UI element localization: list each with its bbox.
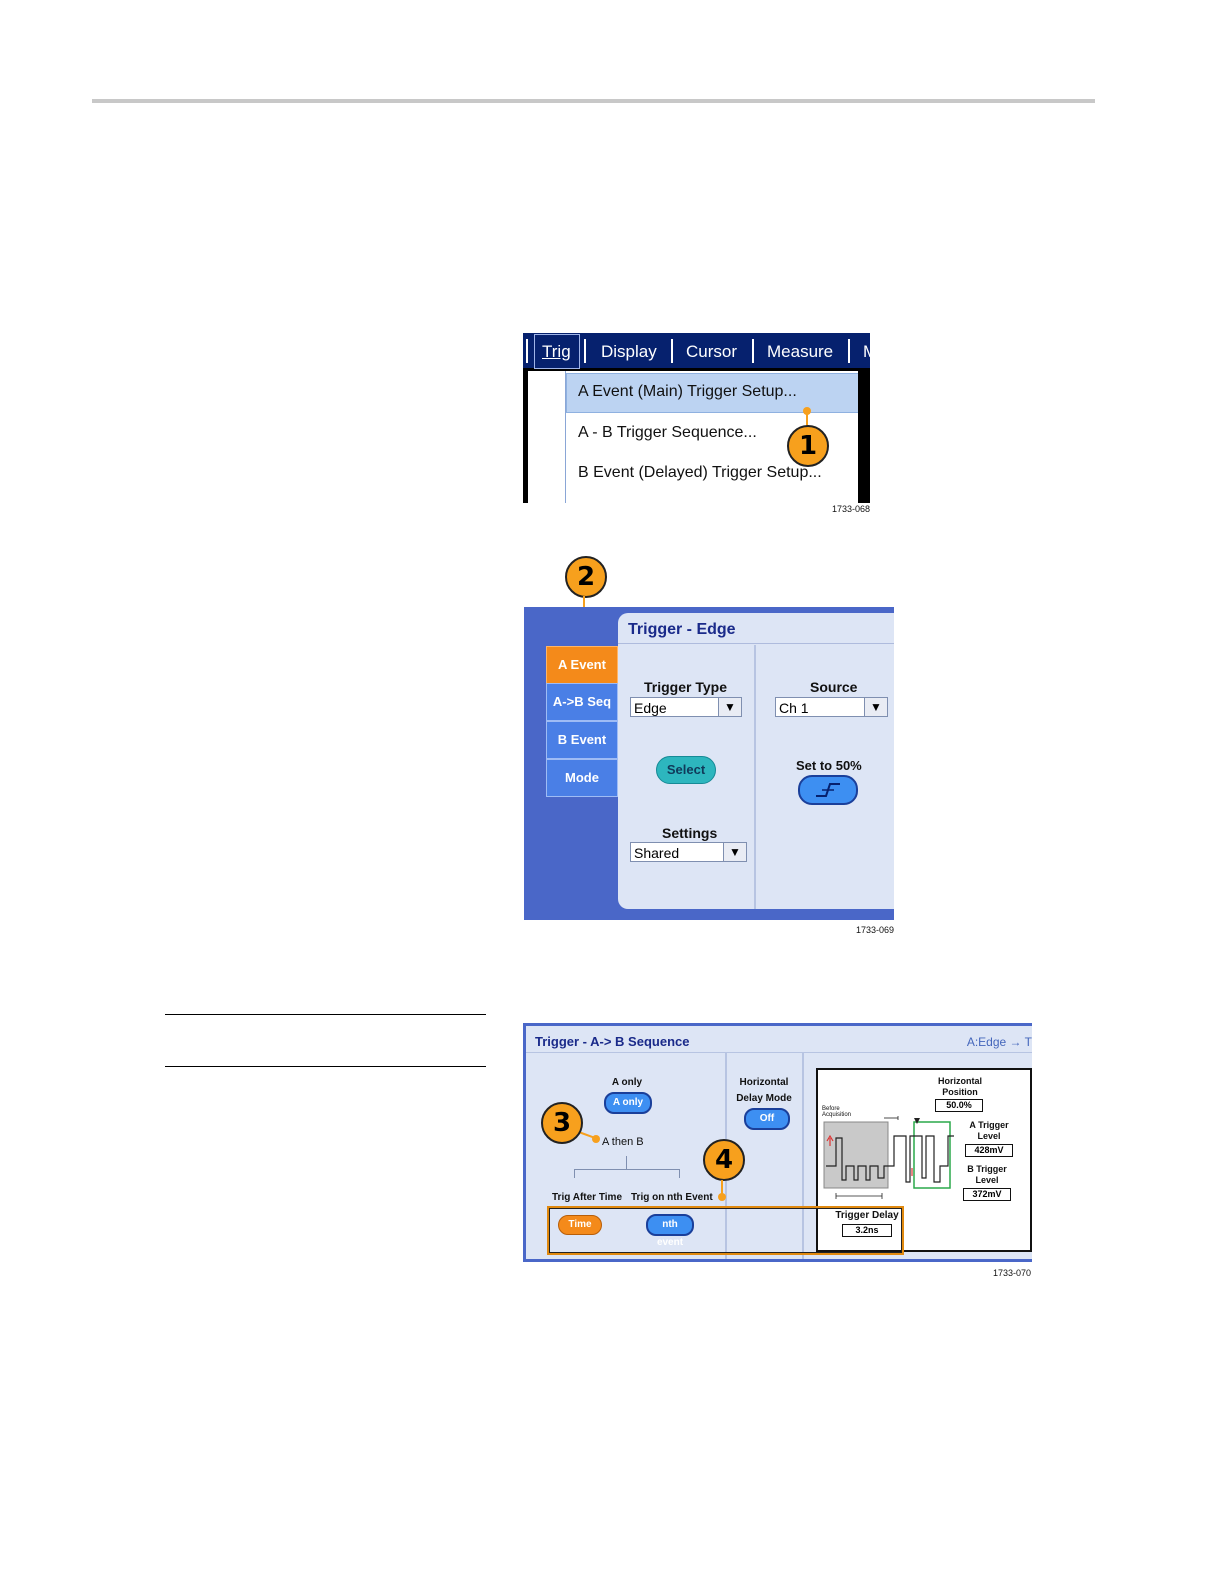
settings-select[interactable]: Shared ▼ — [630, 842, 747, 862]
a-only-button[interactable]: A only — [604, 1092, 652, 1114]
nth-event-button[interactable]: nth event — [646, 1214, 694, 1248]
trigger-type-value: Edge — [634, 700, 667, 716]
horiz-pos-label-1: Horizontal — [938, 1076, 982, 1086]
menu-separator — [848, 339, 850, 363]
tab-mode[interactable]: Mode — [546, 759, 618, 797]
horiz-pos-label-2: Position — [942, 1087, 978, 1097]
menu-cursor[interactable]: Cursor — [686, 342, 738, 361]
ab-sequence-panel: Trigger - A-> B Sequence A:Edge → T A on… — [526, 1026, 1032, 1259]
branch-line — [574, 1169, 680, 1170]
trig-dropdown: A Event (Main) Trigger Setup... A - B Tr… — [528, 371, 862, 503]
trig-nth-label: Trig on nth Event — [631, 1192, 713, 1203]
rising-edge-icon — [816, 783, 840, 797]
dropdown-arrow-icon: ▼ — [864, 698, 887, 716]
dropdown-edge — [858, 371, 862, 503]
menu-display[interactable]: Display — [601, 342, 657, 361]
source-select[interactable]: Ch 1 ▼ — [775, 697, 888, 717]
dropdown-arrow-icon: ▼ — [723, 843, 746, 861]
callout-4-anchor — [718, 1193, 726, 1201]
tab-a-event[interactable]: A Event — [546, 646, 618, 684]
callout-4-leader — [721, 1180, 723, 1194]
hdm-label-1: Horizontal — [739, 1077, 789, 1088]
note-rule-top — [165, 1014, 486, 1015]
callout-3: 3 — [541, 1102, 583, 1144]
trig-highlight — [534, 334, 580, 369]
trigger-type-label: Trigger Type — [644, 679, 727, 695]
trigger-type-select[interactable]: Edge ▼ — [630, 697, 742, 717]
set-50-label: Set to 50% — [796, 758, 862, 773]
tab-ab-seq[interactable]: A->B Seq — [546, 683, 618, 721]
b-level-label-2: Level — [975, 1175, 999, 1185]
menu-measure[interactable]: Measure — [767, 342, 834, 361]
delay-mode-off-button[interactable]: Off — [744, 1108, 790, 1130]
callout-2: 2 — [565, 556, 607, 598]
figure-id: 1733-070 — [993, 1268, 1032, 1278]
branch-line — [574, 1169, 575, 1178]
horiz-pos-value: 50.0% — [935, 1099, 983, 1112]
settings-value: Shared — [634, 845, 680, 861]
b-level-value: 372mV — [963, 1188, 1011, 1201]
menu-figure: Trig Display Cursor Measure M A Event (M… — [523, 333, 870, 503]
panel-title: Trigger - A-> B Sequence — [535, 1034, 690, 1049]
a-level-label-1: A Trigger — [969, 1120, 1009, 1130]
panel-title: Trigger - Edge — [628, 621, 736, 638]
callout-3-anchor — [592, 1135, 600, 1143]
trigger-edge-panel: Trigger - Edge Trigger Type Edge ▼ Selec… — [618, 613, 894, 909]
title-divider — [526, 1052, 1032, 1053]
b-level-label-1: B Trigger — [967, 1164, 1007, 1174]
dropdown-gutter — [528, 371, 566, 503]
callout-1-leader — [806, 411, 808, 427]
trigger-delay-value: 3.2ns — [842, 1224, 892, 1237]
settings-label: Settings — [662, 825, 718, 841]
menu-separator — [584, 339, 586, 363]
timing-diagram: Horizontal Position 50.0% Before Acquisi… — [816, 1068, 1032, 1252]
column-divider — [802, 1053, 804, 1259]
branch-line — [626, 1156, 627, 1169]
set-50-button[interactable] — [798, 775, 858, 805]
menu-bar: Trig Display Cursor Measure M — [523, 333, 870, 369]
before-acq-label-2: Acquisition — [822, 1112, 852, 1118]
time-button[interactable]: Time — [558, 1215, 602, 1235]
panel-status: A:Edge → T — [966, 1035, 1032, 1049]
menu-item-ab-sequence[interactable]: A - B Trigger Sequence... — [578, 424, 757, 441]
waveform-illustration — [823, 1116, 954, 1199]
callout-1: 1 — [787, 425, 829, 467]
figure-id: 1733-068 — [832, 504, 871, 514]
note-rule-bottom — [165, 1066, 486, 1067]
menu-separator — [526, 339, 528, 363]
menu-more[interactable]: M — [863, 339, 870, 365]
source-value: Ch 1 — [779, 700, 809, 716]
hdm-label-2: Delay Mode — [736, 1093, 792, 1104]
tab-b-event[interactable]: B Event — [546, 721, 618, 759]
ab-sequence-figure: Trigger - A-> B Sequence A:Edge → T A on… — [523, 1023, 1032, 1262]
menu-item-a-event-setup[interactable]: A Event (Main) Trigger Setup... — [578, 383, 797, 400]
before-acq-label-1: Before — [822, 1106, 840, 1112]
figure-id: 1733-069 — [856, 925, 895, 935]
callout-4: 4 — [703, 1139, 745, 1181]
branch-line — [679, 1169, 680, 1178]
menu-item-b-event-setup[interactable]: B Event (Delayed) Trigger Setup... — [578, 464, 822, 481]
menu-separator — [752, 339, 754, 363]
trig-after-time-label: Trig After Time — [552, 1192, 623, 1203]
dropdown-arrow-icon: ▼ — [718, 698, 741, 716]
trigger-edge-figure: A Event A->B Seq B Event Mode Trigger - … — [524, 607, 894, 920]
trigger-delay-label: Trigger Delay — [835, 1210, 899, 1221]
menu-trig[interactable]: Trig — [542, 342, 571, 361]
menu-separator — [671, 339, 673, 363]
a-then-b-label[interactable]: A then B — [602, 1136, 644, 1148]
a-level-label-2: Level — [977, 1131, 1001, 1141]
source-label: Source — [810, 679, 858, 695]
title-divider — [618, 643, 894, 644]
a-level-value: 428mV — [965, 1144, 1013, 1157]
highlight-box — [547, 1206, 904, 1255]
select-button[interactable]: Select — [656, 756, 716, 784]
column-divider — [754, 645, 756, 909]
header-rule — [92, 99, 1095, 103]
a-only-label: A only — [611, 1077, 643, 1088]
highlight-box-inner — [549, 1208, 902, 1253]
